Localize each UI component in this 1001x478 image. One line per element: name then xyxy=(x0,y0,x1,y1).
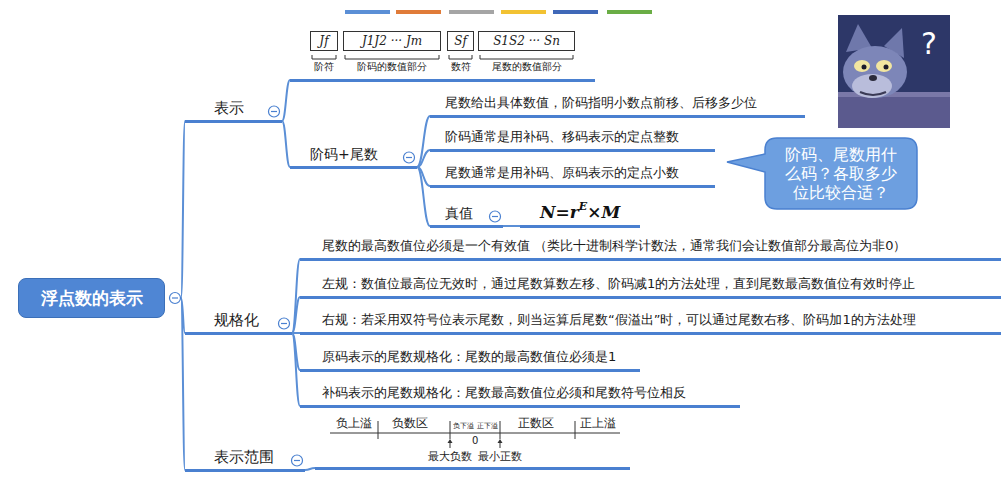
topic-text: 表示 xyxy=(214,98,244,118)
topic-text: 表示范围 xyxy=(214,447,274,467)
tick-mark xyxy=(500,421,501,439)
figure-caption: 正上溢 xyxy=(580,416,616,430)
figure-caption: 阶码的数值部分 xyxy=(343,61,441,73)
branch-topic: 阶码+尾数 xyxy=(290,144,417,169)
topic-text: 尾数给出具体数值，阶码指明小数点前移、后移多少位 xyxy=(445,93,757,113)
topic-text: 阶码通常是用补码、移码表示的定点整数 xyxy=(445,127,679,147)
figure-caption: 数符 xyxy=(447,61,474,73)
topic-text: 浮点数的表示 xyxy=(41,287,143,310)
bracket xyxy=(480,55,573,59)
branch-topic: 表示 xyxy=(185,98,282,123)
bit-field-cell: Jf xyxy=(310,31,338,51)
question-callout: 阶码、尾数用什么码？各取多少位比较合适？ xyxy=(765,138,917,209)
branch-connector xyxy=(181,121,185,298)
branch-connector xyxy=(417,167,430,226)
formula-text: ×M xyxy=(587,201,620,223)
branch-connector xyxy=(282,80,290,121)
branch-topic: 表示范围 xyxy=(185,447,305,472)
topic-text: 尾数通常是用补码、原码表示的定点小数 xyxy=(445,163,679,183)
figure-caption: 最小正数 xyxy=(476,450,524,463)
formula-text: N=r xyxy=(540,201,579,223)
branch-topic: 左规：数值位最高位无效时，通过尾数算数左移、阶码减1的方法处理，直到尾数最高数值… xyxy=(300,273,1001,299)
formula-text: E xyxy=(579,201,587,212)
branch-topic: 规格化 xyxy=(185,310,292,335)
collapse-marker xyxy=(269,106,280,117)
branch-topic: 原码表示的尾数规格化：尾数的最高数值位必须是1 xyxy=(300,346,640,372)
figure-caption: 负上溢 xyxy=(336,416,372,430)
collapse-marker xyxy=(490,211,501,222)
callout-text: 阶码、尾数用什么码？各取多少位比较合适？ xyxy=(779,145,903,202)
bit-format-figure: JfJ1J2 ··· Jm SfS1S2 ··· Sn 阶符阶码的数值部分数符尾数的… xyxy=(290,31,595,82)
topic-text: 真值 xyxy=(445,203,473,223)
branch-connector xyxy=(292,333,300,406)
branch-connector xyxy=(282,121,290,167)
branch-connector xyxy=(292,259,300,333)
figure-body: JfJ1J2 ··· Jm SfS1S2 ··· Sn 阶符阶码的数值部分数符尾数的… xyxy=(310,31,575,77)
topic-text: 规格化 xyxy=(214,310,259,330)
branch-topic: 右规：若采用双符号位表示尾数，则当运算后尾数“假溢出”时，可以通过尾数右移、阶码… xyxy=(300,309,1001,335)
arrow-head xyxy=(498,439,503,443)
topic-text: 左规：数值位最高位无效时，通过尾数算数左移、阶码减1的方法处理，直到尾数最高数值… xyxy=(322,274,915,294)
color-bars xyxy=(345,10,652,14)
collapse-marker xyxy=(279,318,290,329)
figure-caption: 尾数的数值部分 xyxy=(478,61,575,73)
tick-mark xyxy=(450,421,451,439)
figure-caption: 正下溢 xyxy=(477,422,498,431)
figure-caption: 0 xyxy=(472,435,478,447)
topic-text: 补码表示的尾数规格化：尾数最高数值位必须和尾数符号位相反 xyxy=(322,383,686,403)
root-topic: 浮点数的表示 xyxy=(18,278,165,318)
axis-line xyxy=(330,432,620,433)
topic-text: 右规：若采用双符号位表示尾数，则当运算后尾数“假溢出”时，可以通过尾数右移、阶码… xyxy=(322,310,916,330)
branch-topic: 真值 xyxy=(430,203,503,228)
figure-caption: 负下溢 xyxy=(453,422,474,431)
branch-topic: 阶码通常是用补码、移码表示的定点整数 xyxy=(430,126,715,152)
collapse-marker xyxy=(292,455,303,466)
topic-text: 尾数的最高数值位必须是一个有效值 （类比十进制科学计数法，通常我们会让数值部分最… xyxy=(322,236,906,256)
bracket xyxy=(449,55,472,59)
tick-mark xyxy=(575,421,576,439)
branch-connector xyxy=(417,116,430,167)
callout-shape xyxy=(727,138,917,209)
branch-topic: 尾数通常是用补码、原码表示的定点小数 xyxy=(430,162,715,188)
bracket xyxy=(345,55,439,59)
branch-topic: 尾数给出具体数值，阶码指明小数点前移、后移多少位 xyxy=(430,92,805,118)
bit-field-cell: J1J2 ··· Jm xyxy=(343,31,441,51)
bit-field-cell: S1S2 ··· Sn xyxy=(478,31,575,51)
branch-topic: 补码表示的尾数规格化：尾数最高数值位必须和尾数符号位相反 xyxy=(300,382,740,408)
topic-text: 原码表示的尾数规格化：尾数的最高数值位必须是1 xyxy=(322,347,616,367)
branch-connector xyxy=(503,225,520,227)
branch-connector xyxy=(417,150,430,167)
formula-topic: N=rE×M xyxy=(520,201,640,228)
topic-text: 阶码+尾数 xyxy=(310,144,378,164)
branch-topic: 尾数的最高数值位必须是一个有效值 （类比十进制科学计数法，通常我们会让数值部分最… xyxy=(300,235,1001,261)
tick-mark xyxy=(378,421,379,439)
bracket xyxy=(312,55,336,59)
figure-caption: 最大负数 xyxy=(426,450,474,463)
meme-question-mark: ? xyxy=(921,26,937,61)
cat-meme-picture xyxy=(838,15,950,128)
collapse-marker xyxy=(170,293,181,304)
figure-caption: 负数区 xyxy=(392,416,428,430)
bit-field-cell: Sf xyxy=(447,31,474,51)
figure-caption: 阶符 xyxy=(310,61,338,73)
collapse-marker xyxy=(404,152,415,163)
number-line-figure: 负上溢 负数区 负下溢正下溢 正数区 正上溢 0 最大负数最小正数 xyxy=(315,413,630,470)
branch-connector xyxy=(292,297,300,333)
branch-connector xyxy=(305,468,315,470)
arrow-head xyxy=(448,439,453,443)
figure-body: 负上溢 负数区 负下溢正下溢 正数区 正上溢 0 最大负数最小正数 xyxy=(330,413,620,465)
figure-caption: 正数区 xyxy=(518,416,554,430)
